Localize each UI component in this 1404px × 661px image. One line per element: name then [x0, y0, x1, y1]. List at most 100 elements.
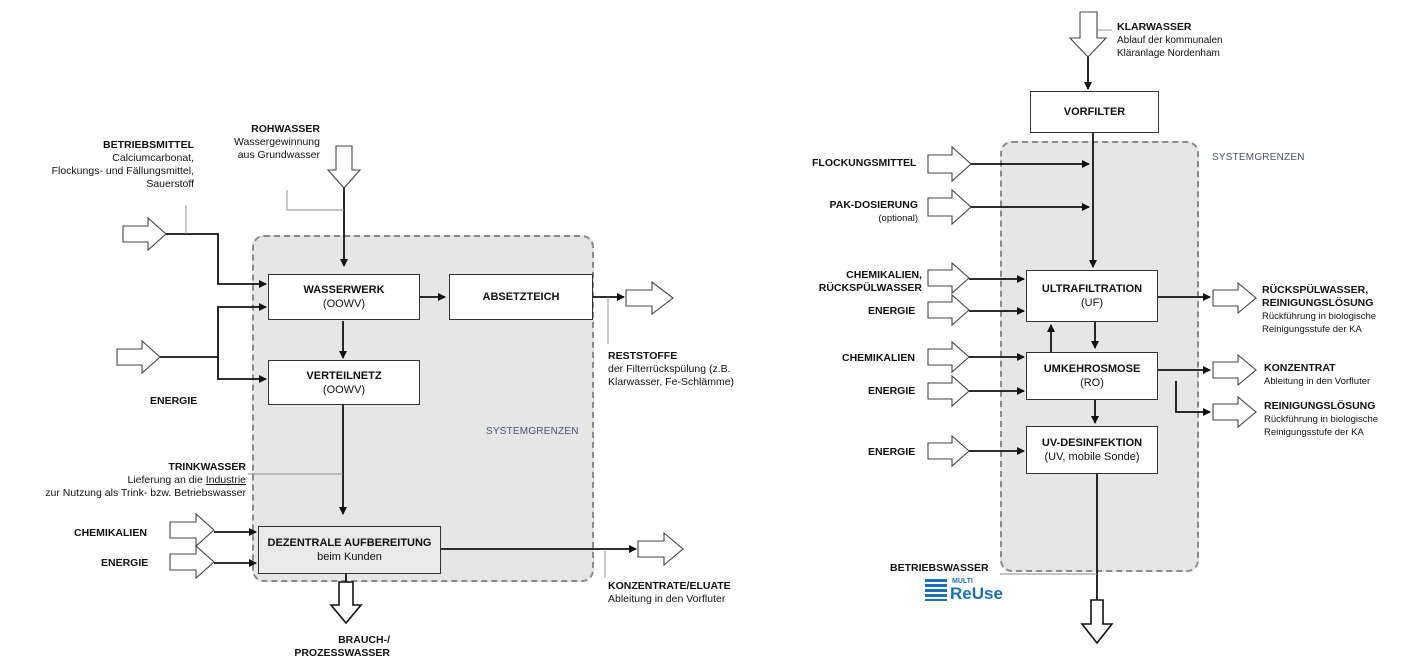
- pak-title: PAK-DOSIERUNG: [829, 199, 918, 211]
- chemikalien-ro-label: CHEMIKALIEN: [842, 352, 915, 364]
- vorfilter-box: VORFILTER: [1030, 91, 1159, 133]
- rohwasser-label: ROHWASSER Wassergewinnung aus Grundwasse…: [214, 123, 320, 162]
- rueckspuel-line1: RÜCKSPÜLWASSER,: [1262, 284, 1369, 296]
- reinigung-title: REINIGUNGSLÖSUNG: [1264, 400, 1376, 412]
- pak-label: PAK-DOSIERUNG (optional): [790, 199, 918, 225]
- rueckspuel-sub2: Reinigungsstufe der KA: [1262, 324, 1362, 335]
- brauchwasser-label: BRAUCH-/ PROZESSWASSER: [280, 634, 390, 660]
- trinkwasser-line1: Lieferung an die Industrie: [22, 474, 246, 487]
- konzentrate-title: KONZENTRATE/ELUATE: [608, 580, 731, 592]
- betriebsmittel-line2: Flockungs- und Fällungsmittel,: [51, 165, 194, 177]
- input-arrow-rohwasser: [326, 145, 362, 189]
- klarwasser-title: KLARWASSER: [1117, 21, 1192, 33]
- input-arrow-chemikalien: [169, 512, 215, 548]
- chem-rueck-line1: CHEMIKALIEN,: [846, 269, 922, 281]
- reinigung-sub1: Rückführung in biologische: [1264, 414, 1379, 425]
- trinkwasser-title: TRINKWASSER: [168, 461, 246, 473]
- wasserwerk-box: WASSERWERK (OOWV): [268, 274, 420, 320]
- uf-sub: (UF): [1081, 297, 1103, 309]
- absetzteich-box: ABSETZTEICH: [449, 274, 593, 320]
- output-arrow-rueckspuelwasser: [1212, 281, 1257, 315]
- energie-label: ENERGIE: [150, 395, 198, 407]
- input-arrow-energie: [116, 339, 161, 375]
- konzentrate-line: Ableitung in den Vorfluter: [608, 593, 726, 605]
- output-arrow-reinigungsloesung: [1212, 395, 1257, 429]
- chem-rueck-label: CHEMIKALIEN, RÜCKSPÜLWASSER: [790, 269, 922, 295]
- output-arrow-konzentrat: [1212, 353, 1257, 387]
- brauch-line1: BRAUCH-/: [338, 634, 390, 646]
- betriebsmittel-title: BETRIEBSMITTEL: [103, 139, 194, 151]
- vorfilter-title: VORFILTER: [1063, 106, 1126, 118]
- konzentrat-sub: Ableitung in den Vorfluter: [1264, 376, 1371, 387]
- betriebswasser-label: BETRIEBSWASSER: [890, 562, 989, 574]
- energie-uf-label: ENERGIE: [868, 305, 916, 317]
- ro-sub: (RO): [1080, 377, 1104, 389]
- wasserwerk-sub: (OOWV): [322, 298, 366, 310]
- flockungsmittel-label: FLOCKUNGSMITTEL: [812, 157, 917, 169]
- absetzteich-title: ABSETZTEICH: [482, 291, 560, 303]
- konzentrate-label: KONZENTRATE/ELUATE Ableitung in den Vorf…: [608, 580, 731, 606]
- rohwasser-title: ROHWASSER: [251, 123, 320, 135]
- ultrafiltration-box: ULTRAFILTRATION (UF): [1026, 270, 1158, 322]
- betriebsmittel-label: BETRIEBSMITTEL Calciumcarbonat, Flockung…: [22, 139, 194, 191]
- input-arrow-energie-ro: [927, 374, 970, 408]
- output-arrow-reststoffe: [625, 280, 674, 316]
- reststoffe-title: RESTSTOFFE: [608, 350, 678, 362]
- reststoffe-line1: der Filterrückspülung (z.B.: [608, 363, 731, 375]
- rohwasser-line1: Wassergewinnung: [234, 136, 320, 148]
- dezentrale-aufbereitung-box: DEZENTRALE AUFBEREITUNG beim Kunden: [258, 526, 441, 574]
- input-arrow-pak: [927, 188, 972, 226]
- uf-title: ULTRAFILTRATION: [1041, 283, 1143, 295]
- uv-sub: (UV, mobile Sonde): [1044, 451, 1140, 463]
- reststoffe-line2: Klarwasser, Fe-Schlämme): [608, 376, 735, 388]
- dezentral-title: DEZENTRALE AUFBEREITUNG: [267, 537, 432, 549]
- verteilnetz-box: VERTEILNETZ (OOWV): [268, 360, 420, 405]
- left-system-label: SYSTEMGRENZEN: [486, 426, 579, 437]
- input-arrow-chemikalien-ro: [927, 340, 970, 374]
- uv-title: UV-DESINFEKTION: [1041, 437, 1143, 449]
- pak-sub: (optional): [878, 213, 918, 224]
- uv-desinfektion-box: UV-DESINFEKTION (UV, mobile Sonde): [1026, 426, 1158, 474]
- logo-multi: MULTI: [952, 578, 973, 585]
- ro-title: UMKEHROSMOSE: [1043, 363, 1141, 375]
- klarwasser-line2: Kläranlage Nordenham: [1117, 48, 1220, 59]
- trinkwasser-label: TRINKWASSER Lieferung an die Industrie z…: [22, 461, 246, 500]
- output-arrow-betriebswasser: [1080, 599, 1114, 645]
- input-arrow-flockungsmittel: [927, 145, 972, 183]
- klarwasser-line1: Ablauf der kommunalen: [1117, 35, 1223, 46]
- rueckspuel-line2: REINIGUNGSLÖSUNG: [1262, 297, 1374, 309]
- chem-rueck-line2: RÜCKSPÜLWASSER: [818, 282, 922, 294]
- input-arrow-chem-rueck: [927, 261, 970, 295]
- reinigung-sub2: Reinigungsstufe der KA: [1264, 427, 1364, 438]
- dezentral-sub: beim Kunden: [317, 551, 382, 563]
- industrie-link: Industrie: [205, 474, 246, 486]
- verteilnetz-title: VERTEILNETZ: [306, 369, 382, 382]
- rohwasser-line2: aus Grundwasser: [237, 149, 320, 161]
- input-arrow-betriebsmittel: [122, 216, 167, 252]
- trinkwasser-line2: zur Nutzung als Trink- bzw. Betriebswass…: [45, 487, 246, 499]
- brauch-line2: PROZESSWASSER: [294, 647, 390, 659]
- konzentrat-title: KONZENTRAT: [1264, 362, 1336, 374]
- energie-ro-label: ENERGIE: [868, 385, 916, 397]
- betriebsmittel-line3: Sauerstoff: [146, 178, 194, 190]
- reinigungsloesung-label: REINIGUNGSLÖSUNG Rückführung in biologis…: [1264, 400, 1378, 439]
- input-arrow-energie-uv: [927, 434, 970, 468]
- logo-brand: ReUse: [950, 584, 1003, 603]
- trinkwasser-line1-prefix: Lieferung an die: [127, 474, 206, 486]
- output-arrow-brauchwasser: [329, 581, 363, 625]
- rueckspuel-sub1: Rückführung in biologische: [1262, 311, 1377, 322]
- input-arrow-energie2: [169, 544, 215, 580]
- input-arrow-klarwasser: [1068, 11, 1108, 58]
- klarwasser-label: KLARWASSER Ablauf der kommunalen Kläranl…: [1117, 21, 1223, 60]
- chemikalien-label: CHEMIKALIEN: [74, 527, 147, 539]
- betriebsmittel-line1: Calciumcarbonat,: [112, 152, 194, 164]
- logo-wave-icon: [925, 579, 947, 601]
- konzentrat-label: KONZENTRAT Ableitung in den Vorfluter: [1264, 362, 1370, 388]
- multi-reuse-logo: MULTI ReUse: [925, 578, 1003, 603]
- input-arrow-energie-uf: [927, 293, 970, 327]
- umkehrosmose-box: UMKEHROSMOSE (RO): [1026, 352, 1158, 400]
- reststoffe-label: RESTSTOFFE der Filterrückspülung (z.B. K…: [608, 350, 734, 389]
- output-arrow-konzentrate: [637, 531, 684, 567]
- verteilnetz-sub: (OOWV): [322, 383, 366, 396]
